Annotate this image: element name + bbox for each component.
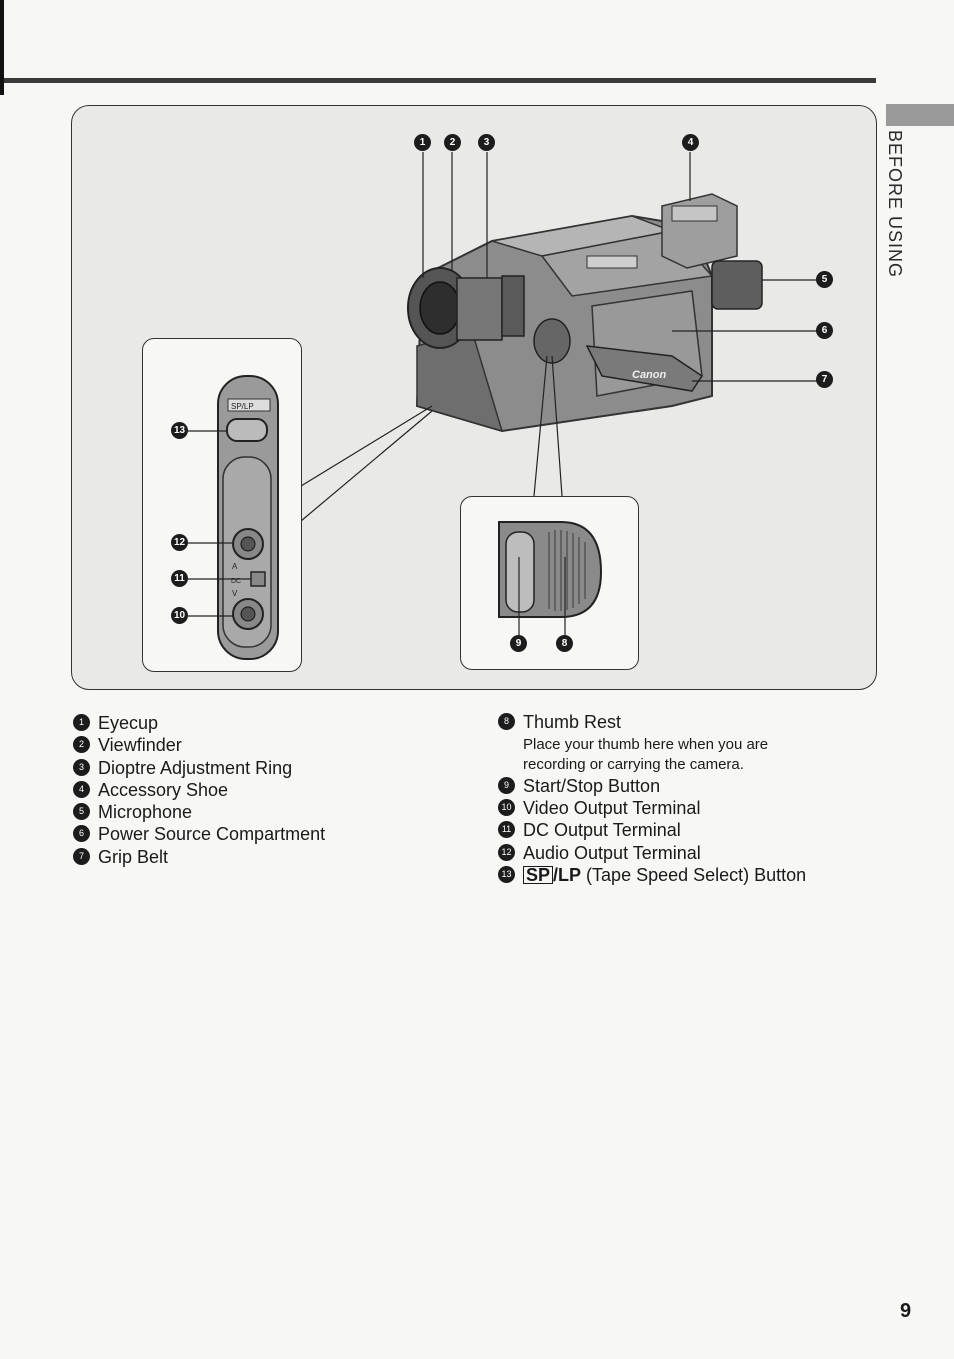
viewfinder-assembly [407,267,525,349]
callout-4: 4 [682,134,699,151]
dc-mark: DC [231,578,241,585]
page-left-edge [0,0,4,95]
page-number: 9 [900,1300,912,1322]
callout-13: 13 [171,422,188,439]
start-stop-inset: 9 8 [460,496,639,670]
speed-switch-label: SP/LP [231,402,254,411]
callout-1: 1 [414,134,431,151]
callout-6: 6 [816,322,833,339]
brand-logo: Canon [632,369,667,381]
callout-12: 12 [171,534,188,551]
callout-8: 8 [556,635,573,652]
audio-mark: A [232,562,238,571]
thumb-rest-note-line2: recording or carrying the camera. [523,756,744,773]
terminal-panel-illustration: SP/LP A DC V [188,375,279,660]
callout-3: 3 [478,134,495,151]
section-label: BEFORE USING [885,130,905,279]
callout-11: 11 [171,570,188,587]
section-tab [886,104,954,126]
callout-10: 10 [171,607,188,624]
camcorder-illustration: Canon [300,152,817,522]
grip-belt-shape [585,345,704,392]
sp-box-label: SP [523,866,554,884]
callout-9: 9 [510,635,527,652]
callout-2: 2 [444,134,461,151]
camcorder-figure: Canon 1 2 3 4 5 6 7 [71,105,877,690]
terminal-panel-inset: SP/LP A DC V 13 12 11 10 [142,338,302,672]
microphone-shape [711,260,763,310]
video-mark: V [232,589,238,598]
thumb-rest-note-line1: Place your thumb here when you are [523,736,769,753]
header-rule [4,78,876,83]
callout-5: 5 [816,271,833,288]
lp-label: /LP [553,865,582,885]
start-stop-illustration [498,521,603,635]
leader-lines [300,152,817,522]
accessory-shoe [661,193,738,269]
callout-7: 7 [816,371,833,388]
